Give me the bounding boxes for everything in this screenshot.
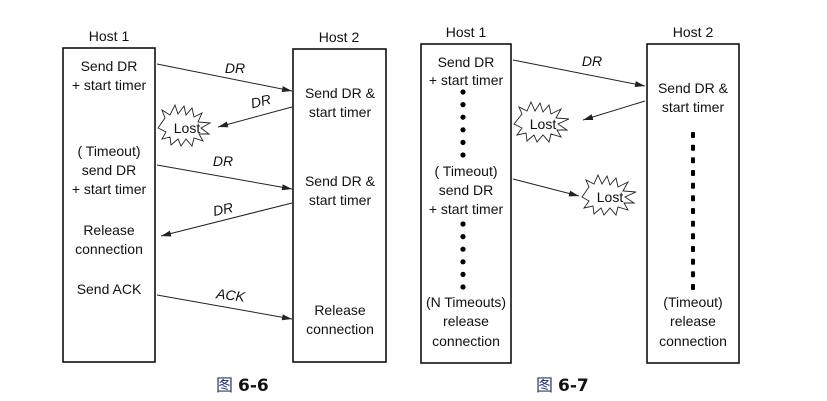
host1-event-n-timeouts-release: (N Timeouts) release connection bbox=[426, 294, 506, 349]
svg-text:图: 图 bbox=[536, 376, 553, 396]
lost-burst-icon: Lost bbox=[157, 103, 212, 147]
svg-text:( Timeout): ( Timeout) bbox=[434, 163, 497, 179]
message-arrow-dr-3 bbox=[156, 164, 293, 191]
host1-timeline-box bbox=[62, 47, 156, 363]
host1-event-timeout-send-dr: ( Timeout) send DR + start timer bbox=[72, 143, 147, 197]
host1-title: Host 1 bbox=[446, 24, 487, 40]
lost-label: Lost bbox=[174, 120, 201, 136]
message-arrow-dr-1 bbox=[156, 63, 293, 92]
svg-text:start timer: start timer bbox=[309, 104, 372, 120]
svg-text:+ start timer: + start timer bbox=[72, 181, 147, 197]
svg-text:Send DR: Send DR bbox=[81, 58, 138, 74]
svg-text:send DR: send DR bbox=[82, 162, 136, 178]
host1-ellipsis-dots-1 bbox=[460, 89, 466, 158]
figure-6-6: Host 1 Host 2 Send DR + start timer ( Ti… bbox=[62, 28, 387, 396]
host1-ellipsis-dots-2 bbox=[460, 221, 466, 290]
svg-text:connection: connection bbox=[432, 333, 500, 349]
svg-text:( Timeout): ( Timeout) bbox=[77, 143, 140, 159]
svg-text:send DR: send DR bbox=[439, 182, 493, 198]
lost-burst-icon-1: Lost bbox=[513, 100, 570, 143]
figure-6-7: Host 1 Host 2 Send DR + start timer ( Ti… bbox=[420, 24, 740, 396]
message-label-ack: ACK bbox=[214, 285, 246, 305]
host1-event-send-dr: Send DR + start timer bbox=[72, 58, 147, 93]
svg-text:start timer: start timer bbox=[309, 192, 372, 208]
host2-event-send-dr-2: Send DR & start timer bbox=[305, 173, 376, 208]
message-label-dr-4: DR bbox=[211, 199, 234, 219]
host2-title: Host 2 bbox=[673, 24, 714, 40]
figure-caption: 图 6-7 bbox=[536, 376, 589, 396]
svg-text:Send ACK: Send ACK bbox=[77, 281, 142, 297]
lost-label: Lost bbox=[597, 189, 624, 205]
svg-text:+ start timer: + start timer bbox=[72, 77, 147, 93]
svg-text:Send DR &: Send DR & bbox=[305, 173, 376, 189]
host2-event-send-dr-1: Send DR & start timer bbox=[305, 85, 376, 120]
svg-text:图: 图 bbox=[216, 376, 233, 396]
host2-timeline-box bbox=[646, 43, 740, 364]
message-label-dr: DR bbox=[582, 53, 602, 69]
message-arrow-dr-2-lost bbox=[582, 100, 646, 121]
host1-event-send-ack: Send ACK bbox=[77, 281, 142, 297]
host1-timeline-box bbox=[420, 43, 512, 364]
figure-caption: 图 6-6 bbox=[216, 376, 269, 396]
lost-burst-icon-2: Lost bbox=[581, 173, 637, 216]
message-label-dr-2: DR bbox=[249, 91, 273, 111]
svg-text:Release: Release bbox=[83, 222, 135, 238]
svg-text:Release: Release bbox=[314, 302, 366, 318]
message-label-dr-3: DR bbox=[213, 153, 233, 169]
svg-text:6-7: 6-7 bbox=[558, 376, 589, 396]
message-arrow-dr-3-lost bbox=[512, 178, 580, 197]
host2-timeline-box bbox=[292, 48, 387, 363]
svg-text:+ start timer: + start timer bbox=[429, 72, 504, 88]
message-arrow-dr-1 bbox=[512, 59, 646, 88]
svg-text:6-6: 6-6 bbox=[238, 376, 269, 396]
svg-text:release: release bbox=[670, 313, 716, 329]
svg-text:Send DR: Send DR bbox=[438, 54, 495, 70]
host1-title: Host 1 bbox=[89, 28, 130, 44]
svg-text:Send DR &: Send DR & bbox=[305, 85, 376, 101]
message-arrow-dr-4 bbox=[160, 202, 293, 237]
message-label-dr-1: DR bbox=[225, 60, 245, 76]
lost-label: Lost bbox=[530, 116, 557, 132]
svg-text:start timer: start timer bbox=[662, 99, 725, 115]
svg-text:connection: connection bbox=[75, 241, 143, 257]
host1-event-send-dr: Send DR + start timer bbox=[429, 54, 504, 88]
host2-event-release-connection: Release connection bbox=[306, 302, 374, 337]
svg-text:+ start timer: + start timer bbox=[429, 201, 504, 217]
svg-text:(Timeout): (Timeout) bbox=[663, 294, 722, 310]
host1-event-release-connection: Release connection bbox=[75, 222, 143, 257]
svg-text:(N Timeouts): (N Timeouts) bbox=[426, 294, 506, 310]
message-arrow-ack bbox=[156, 294, 293, 321]
host2-event-timeout-release: (Timeout) release connection bbox=[659, 294, 727, 349]
host2-ellipsis-dots bbox=[691, 132, 695, 290]
host2-title: Host 2 bbox=[319, 29, 360, 45]
host2-event-send-dr: Send DR & start timer bbox=[658, 80, 729, 115]
svg-text:release: release bbox=[443, 313, 489, 329]
svg-text:Send DR &: Send DR & bbox=[658, 80, 729, 96]
host1-event-timeout-send-dr: ( Timeout) send DR + start timer bbox=[429, 163, 504, 217]
svg-text:connection: connection bbox=[659, 333, 727, 349]
svg-text:connection: connection bbox=[306, 321, 374, 337]
message-arrow-dr-2-lost bbox=[217, 106, 293, 128]
